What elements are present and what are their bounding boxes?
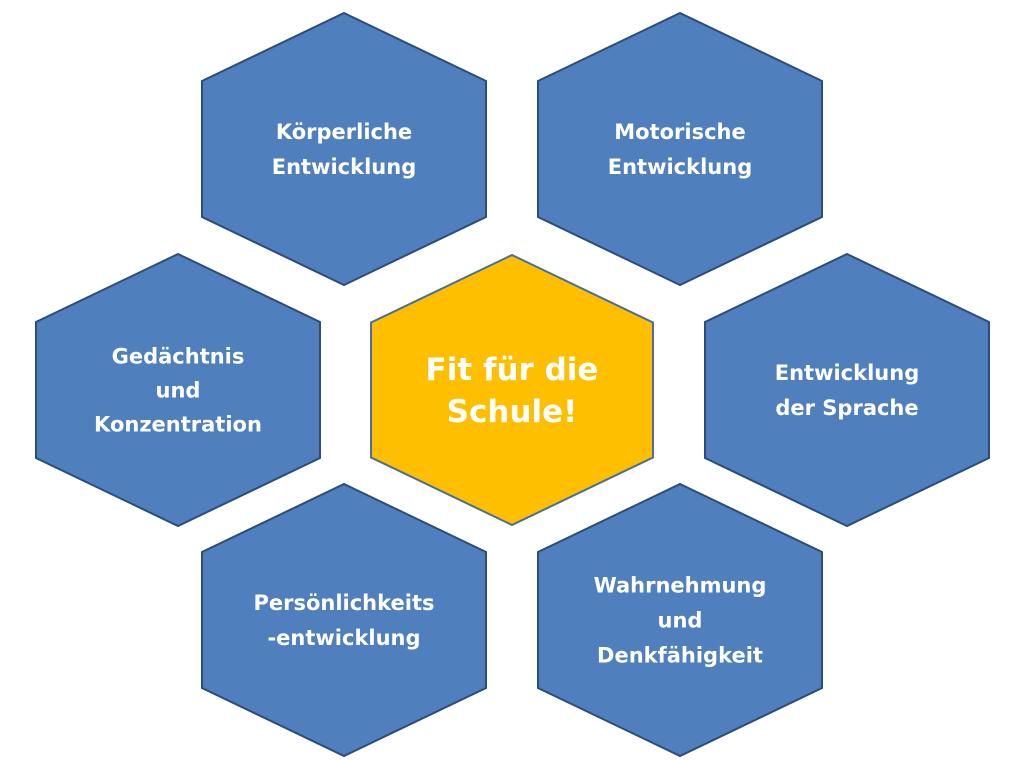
- hexagon-label-line: Entwicklung: [608, 155, 752, 179]
- hexagon-shape: [201, 11, 487, 287]
- hexagon-shape: [35, 252, 321, 528]
- hexagon-shape: [201, 482, 487, 758]
- hexagon-label-line: Denkfähigkeit: [597, 643, 763, 667]
- center-hexagon-label-line: Schule!: [447, 394, 578, 430]
- hexagon-label-line: und: [156, 378, 201, 402]
- hexagon-label-line: Entwicklung: [775, 361, 919, 385]
- hexagon-label-line: -entwicklung: [267, 626, 420, 650]
- center-hexagon-shape: [370, 253, 654, 527]
- hexagon-shape: [704, 252, 990, 528]
- hexagon-entwicklung-sprache: Entwicklung der Sprache: [704, 252, 990, 528]
- center-hexagon-label-line: Fit für die: [426, 352, 599, 388]
- hexagon-label-line: Wahrnehmung: [594, 573, 767, 597]
- hexagon-label-line: Entwicklung: [272, 155, 416, 179]
- hexagon-shape: [537, 482, 823, 758]
- hexagon-shape: [537, 11, 823, 287]
- hexagon-persoenlichkeitsentwicklung: Persönlichkeits -entwicklung: [201, 482, 487, 758]
- hexagon-label-line: Motorische: [614, 120, 746, 144]
- hexagon-label-line: der Sprache: [775, 396, 918, 420]
- hexagon-label-line: Persönlichkeits: [253, 591, 434, 615]
- hexagon-label-line: und: [658, 608, 703, 632]
- hexagon-label-line: Gedächtnis: [112, 344, 245, 368]
- hexagon-label-line: Konzentration: [94, 412, 262, 436]
- hexagon-label-line: Körperliche: [276, 120, 412, 144]
